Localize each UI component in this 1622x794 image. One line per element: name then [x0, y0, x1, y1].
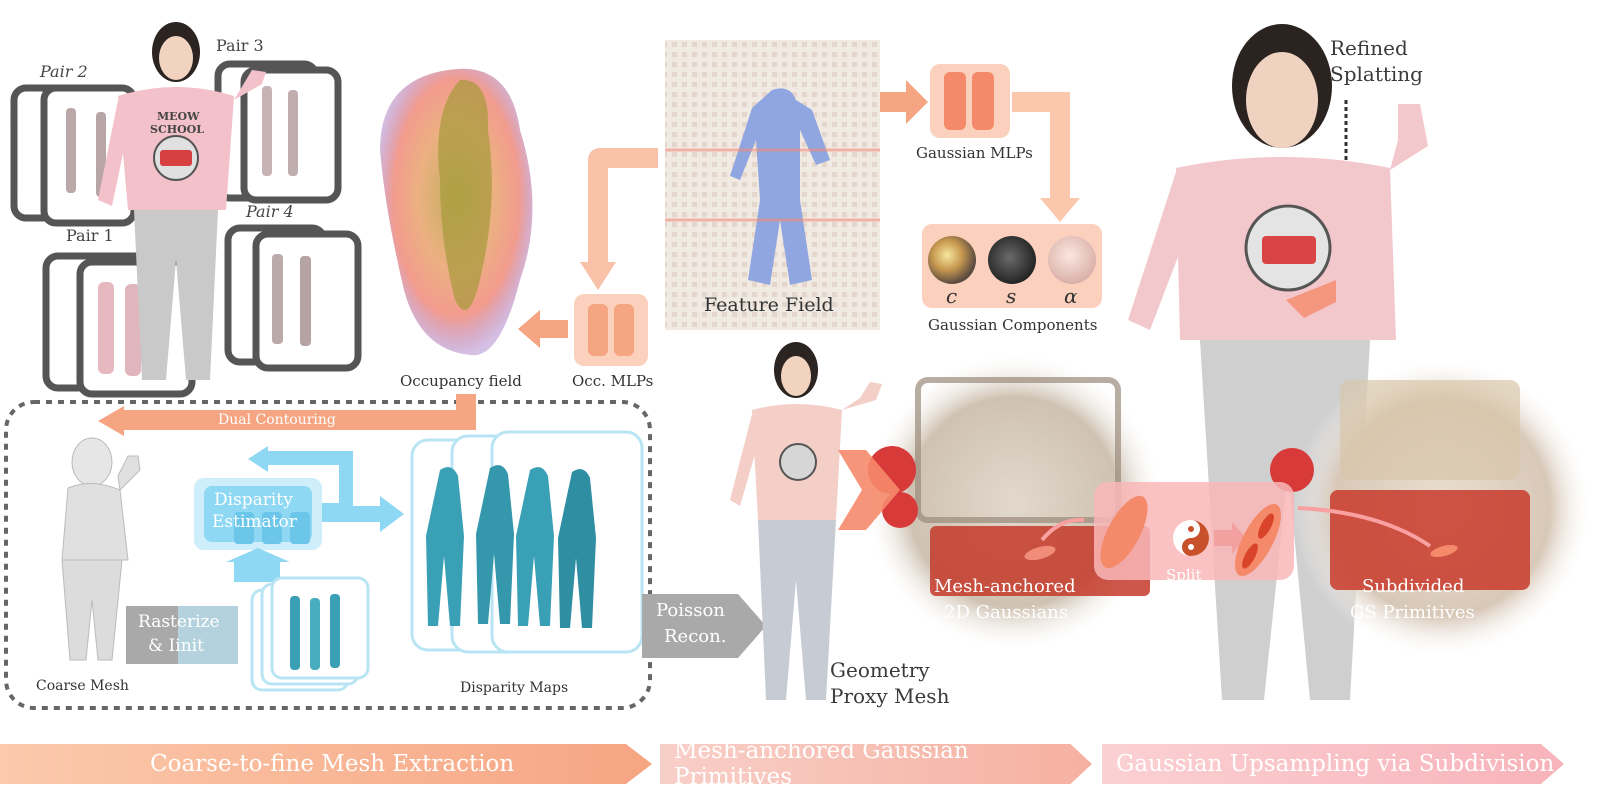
- rasterize-label-2: & Iinit: [148, 636, 204, 656]
- pair-1-label: Pair 1: [66, 226, 114, 245]
- geometry-proxy-label-1: Geometry: [830, 658, 930, 682]
- pair-3-frames: [214, 60, 342, 204]
- gaussian-mlps-box: [930, 64, 1010, 138]
- banner-stage-3-text: Gaussian Upsampling via Subdivision: [1116, 751, 1555, 777]
- arrow-occmlps-to-occfield: [518, 310, 568, 348]
- arrow-feature-to-gaussianmlps: [880, 80, 928, 124]
- banner-stage-2: Mesh-anchored Gaussian Primitives: [660, 744, 1092, 784]
- subdivided-label-1: Subdivided: [1362, 576, 1465, 597]
- poisson-arrow: [642, 594, 766, 658]
- poisson-label-2: Recon.: [664, 626, 727, 647]
- gaussian-components-label: Gaussian Components: [928, 316, 1098, 334]
- component-c-label: c: [946, 284, 958, 308]
- curve-arrow-right: [1297, 506, 1432, 548]
- feature-field-grid: [665, 40, 880, 330]
- dual-contouring-arrow: [98, 394, 476, 436]
- initial-disparity-stack: [250, 576, 370, 692]
- poisson-label-1: Poisson: [656, 600, 725, 621]
- pair-4-frames: [224, 224, 362, 372]
- mesh-anchored-label-1: Mesh-anchored: [934, 576, 1076, 597]
- banner-stage-3: Gaussian Upsampling via Subdivision: [1102, 744, 1564, 784]
- coarse-mesh-label: Coarse Mesh: [36, 678, 129, 694]
- gaussian-mlps-label: Gaussian MLPs: [916, 144, 1033, 162]
- feature-field-label: Feature Field: [704, 294, 834, 316]
- pair-2-label: Pair 2: [40, 62, 88, 81]
- pair-2-frames: [10, 84, 138, 227]
- arrow-proxy-to-zoom: [838, 450, 900, 530]
- disparity-maps-stack: [410, 430, 644, 654]
- occ-mlps-box: [574, 294, 648, 366]
- curve-arrow-left: [1040, 517, 1085, 542]
- geometry-proxy-label-2: Proxy Mesh: [830, 684, 950, 708]
- shirt-text-1: MEOW: [157, 110, 200, 123]
- disparity-maps-label: Disparity Maps: [460, 680, 569, 696]
- arrow-gaussianmlps-to-components: [1012, 92, 1080, 222]
- rasterize-box: [126, 606, 238, 664]
- coarse-mesh: [61, 437, 141, 661]
- split-box: [1094, 482, 1294, 580]
- dual-contouring-label: Dual Contouring: [218, 412, 336, 428]
- pair-3-label: Pair 3: [216, 36, 264, 55]
- disparity-arrows: [226, 446, 404, 582]
- rasterize-label-1: Rasterize: [138, 612, 220, 632]
- banner-stage-2-text: Mesh-anchored Gaussian Primitives: [674, 738, 969, 790]
- disparity-estimator-label-1: Disparity: [214, 490, 293, 510]
- split-label: Split: [1166, 566, 1202, 584]
- gaussian-components-box: [922, 224, 1102, 308]
- component-s-label: s: [1006, 284, 1017, 308]
- subject-photo-topleft: [98, 22, 266, 380]
- disparity-estimator-box: [194, 478, 322, 550]
- shirt-text-2: SCHOOL: [150, 123, 204, 136]
- occupancy-point-cloud: [380, 68, 533, 356]
- occ-mlps-label: Occ. MLPs: [572, 372, 654, 390]
- subdivided-label-2: GS Primitives: [1350, 602, 1475, 623]
- arrow-feature-to-occmlps: [580, 148, 658, 290]
- mesh-extraction-dashed-box: [4, 400, 652, 710]
- refined-splatting-label-1: Refined: [1330, 36, 1408, 60]
- geometry-proxy-person: [730, 342, 882, 700]
- pair-4-label: Pair 4: [246, 202, 294, 221]
- banner-stage-1: Coarse-to-fine Mesh Extraction: [0, 744, 652, 784]
- disparity-estimator-label-2: Estimator: [212, 512, 297, 532]
- refined-splatting-label-2: Splatting: [1330, 62, 1423, 86]
- zoom-circle-subdivided: [1270, 358, 1592, 658]
- banner-stage-1-text: Coarse-to-fine Mesh Extraction: [150, 751, 515, 777]
- occupancy-field-label: Occupancy field: [400, 372, 522, 390]
- component-alpha-label: α: [1064, 284, 1078, 308]
- mesh-anchored-label-2: 2D Gaussians: [944, 602, 1069, 623]
